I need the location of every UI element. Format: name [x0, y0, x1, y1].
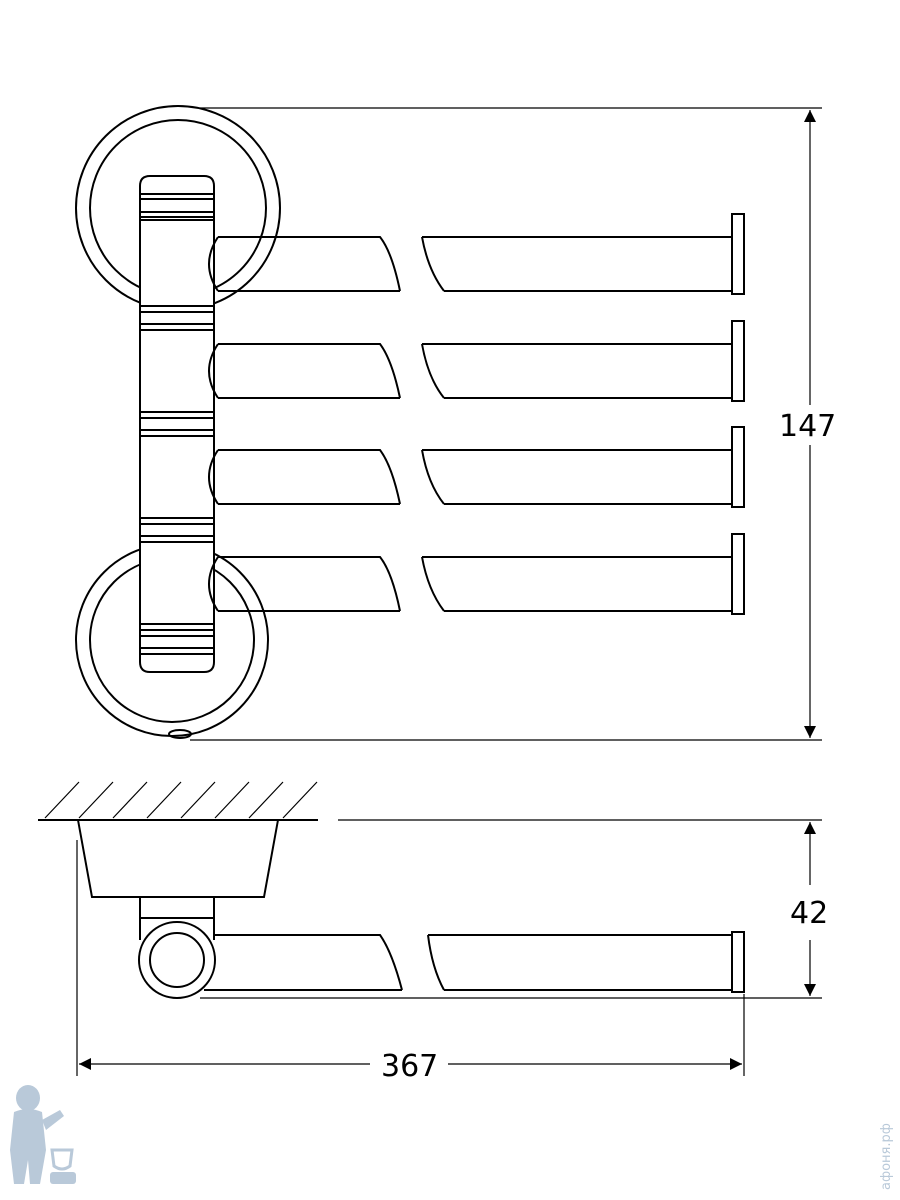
- pivot-bracket: [138, 897, 216, 999]
- towel-arm-2: [208, 320, 745, 402]
- wall-hatching: [38, 781, 318, 821]
- depth-dimension: 42: [200, 819, 828, 999]
- side-towel-arm: [204, 931, 745, 993]
- towel-arm-4: [208, 533, 745, 615]
- length-dimension-label: 367: [381, 1049, 438, 1084]
- pivot-column: [139, 175, 215, 673]
- towel-arm-3: [208, 426, 745, 508]
- depth-dimension-label: 42: [790, 896, 828, 931]
- wall-mount-cup: [77, 819, 279, 898]
- side-view: 42 367: [38, 781, 828, 1084]
- height-dimension-label: 147: [779, 409, 836, 444]
- towel-arm-1: [208, 213, 745, 295]
- plumber-mascot-logo: [10, 1085, 76, 1184]
- front-view: 147: [75, 105, 836, 741]
- height-dimension: 147: [190, 107, 836, 741]
- length-dimension: 367: [76, 840, 745, 1084]
- watermark-text: афоня.рф: [879, 1123, 894, 1190]
